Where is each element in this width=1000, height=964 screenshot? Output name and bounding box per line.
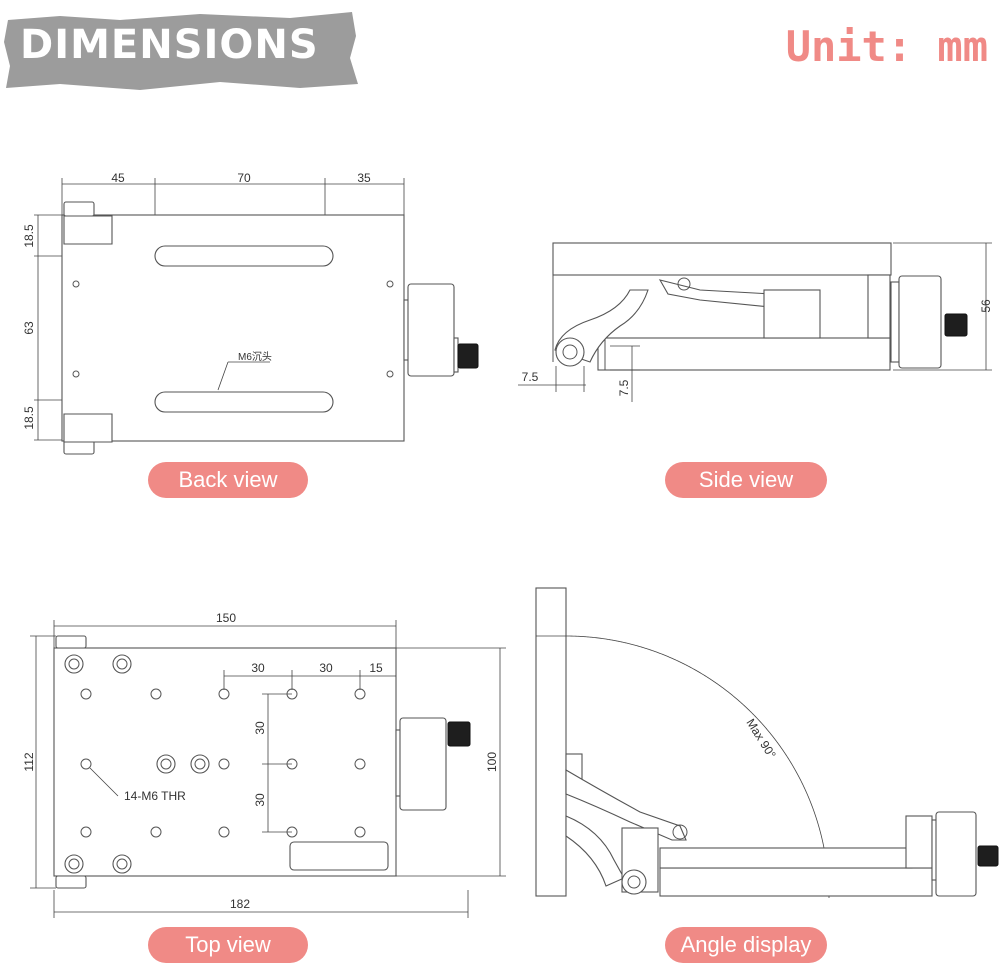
dim-back-45: 45	[111, 171, 125, 185]
angle-display-label: Angle display	[665, 927, 827, 963]
dim-back-18-5-bottom: 18.5	[22, 406, 36, 430]
dim-back-63: 63	[22, 321, 36, 335]
back-view-label: Back view	[148, 462, 308, 498]
dim-top-182: 182	[230, 897, 250, 911]
dim-top-30-d: 30	[253, 793, 267, 807]
note-back-m6: M6沉头	[238, 350, 272, 363]
side-view-label: Side view	[665, 462, 827, 498]
dim-top-15: 15	[369, 661, 383, 675]
dim-top-150: 150	[216, 611, 236, 625]
angle-view-drawing: Max 90°	[535, 587, 999, 899]
dim-side-7-5-vertical: 7.5	[617, 379, 631, 396]
title-banner	[4, 12, 358, 90]
dim-top-30-c: 30	[253, 721, 267, 735]
back-view-drawing: 45 70 35 18.5 63 18.5 M6沉头	[22, 171, 479, 455]
top-view-label: Top view	[148, 927, 308, 963]
dim-side-7-5-horizontal: 7.5	[522, 370, 539, 384]
dim-top-100: 100	[485, 752, 499, 772]
note-top-threads: 14-M6 THR	[124, 789, 186, 803]
top-view-drawing: 150 30 30 15 30 30 14-M6 THR	[22, 611, 506, 918]
dim-back-18-5-top: 18.5	[22, 224, 36, 248]
dim-back-70: 70	[237, 171, 251, 185]
unit-label: Unit: mm	[785, 22, 988, 71]
dim-top-30-a: 30	[251, 661, 265, 675]
dim-top-112: 112	[22, 752, 36, 771]
page-title: DIMENSIONS	[20, 22, 319, 68]
dim-back-35: 35	[357, 171, 371, 185]
side-view-drawing: 56 7.5 7.5	[518, 242, 993, 402]
dim-top-30-b: 30	[319, 661, 333, 675]
dim-side-56: 56	[979, 299, 993, 313]
